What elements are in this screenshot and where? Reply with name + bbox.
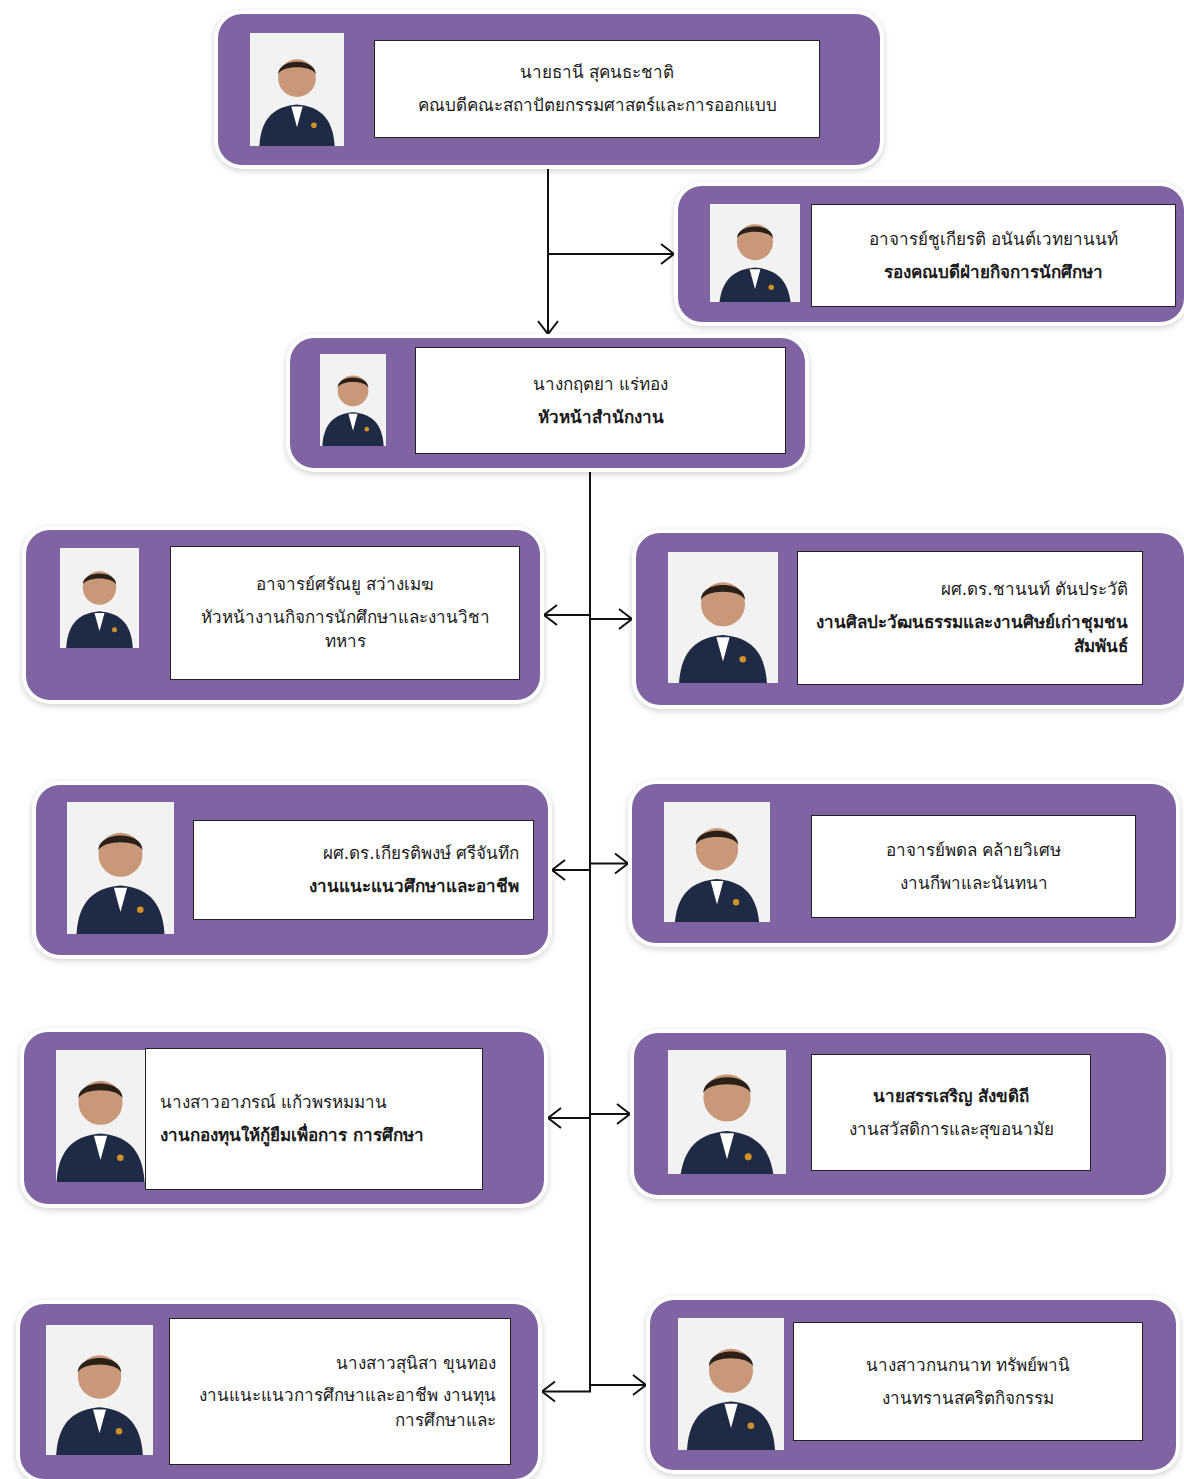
name-card: อาจารย์ศรัณยู สว่างเมฆหัวหน้างานกิจการนั… bbox=[170, 546, 520, 680]
org-connector bbox=[590, 468, 632, 629]
portrait-photo bbox=[320, 354, 386, 446]
name-card: อาจารย์พดล คล้ายวิเศษงานกีพาและนันทนา bbox=[811, 815, 1136, 918]
arrow-head bbox=[552, 860, 565, 880]
person-panel: ผศ.ดร.ชานนท์ ตันประวัติงานศิลปะวัฒนธรรมแ… bbox=[636, 533, 1184, 705]
name-card: นายธานี สุคนธะชาติคณบดีคณะสถาปัตยกรรมศาส… bbox=[374, 40, 820, 138]
person-panel: นางกฤตยา แร่ทองหัวหน้าสำนักงาน bbox=[290, 338, 805, 468]
person-name: ผศ.ดร.ชานนท์ ตันประวัติ bbox=[812, 577, 1128, 602]
portrait-photo bbox=[67, 802, 174, 934]
name-card: ผศ.ดร.ชานนท์ ตันประวัติงานศิลปะวัฒนธรรมแ… bbox=[797, 551, 1143, 685]
portrait-photo bbox=[56, 1050, 145, 1182]
portrait-photo bbox=[710, 204, 800, 302]
connector-line bbox=[548, 468, 590, 1118]
portrait-photo bbox=[664, 802, 770, 922]
arrow-head bbox=[661, 244, 674, 264]
portrait-photo bbox=[320, 354, 386, 446]
arrow-head bbox=[544, 605, 557, 625]
arrow-head bbox=[617, 1104, 630, 1124]
person-panel: นางสาวกนกนาท ทรัพย์พานิงานทรานสคริตกิจกร… bbox=[650, 1300, 1176, 1470]
connector-line bbox=[542, 468, 590, 1392]
arrow-head bbox=[619, 609, 632, 629]
person-name: นายสรรเสริญ สังขดิถี bbox=[826, 1084, 1076, 1109]
name-card: นางสาวอาภรณ์ แก้วพรหมมานงานกองทุนให้กู้ย… bbox=[145, 1048, 483, 1190]
person-panel: นางสาวอาภรณ์ แก้วพรหมมานงานกองทุนให้กู้ย… bbox=[24, 1032, 544, 1204]
role-title: งานกีพาและนันทนา bbox=[826, 871, 1121, 896]
arrow-head bbox=[633, 1375, 646, 1395]
org-connector bbox=[548, 468, 590, 1128]
arrow-head bbox=[542, 1382, 555, 1402]
role-title: งานศิลปะวัฒนธรรมและงานศิษย์เก่าชุมชนสัมพ… bbox=[812, 610, 1128, 659]
portrait-photo bbox=[60, 548, 139, 648]
portrait-photo bbox=[668, 552, 778, 683]
org-connector bbox=[590, 468, 628, 874]
connector-line bbox=[552, 468, 590, 870]
name-card: นางกฤตยา แร่ทองหัวหน้าสำนักงาน bbox=[415, 347, 786, 454]
portrait-photo bbox=[46, 1325, 153, 1455]
role-title: งานแนะแนวการศึกษาและอาชีพ งานทุนการศึกษา… bbox=[184, 1383, 496, 1432]
portrait-photo bbox=[664, 802, 770, 922]
portrait-photo bbox=[668, 1050, 786, 1174]
person-name: อาจารย์ศรัณยู สว่างเมฆ bbox=[185, 572, 505, 597]
person-panel: นายธานี สุคนธะชาติคณบดีคณะสถาปัตยกรรมศาส… bbox=[218, 14, 880, 165]
person-panel: นางสาวสุนิสา ขุนทองงานแนะแนวการศึกษาและอ… bbox=[20, 1304, 538, 1479]
name-card: นายสรรเสริญ สังขดิถีงานสวัสดิการและสุขอน… bbox=[811, 1054, 1091, 1171]
org-connector bbox=[542, 468, 590, 1402]
role-title: รองคณบดีฝ่ายกิจการนักศึกษา bbox=[826, 260, 1161, 285]
org-connector bbox=[544, 468, 590, 625]
person-name: นางสาวสุนิสา ขุนทอง bbox=[184, 1351, 496, 1376]
name-card: อาจารย์ชูเกียรติ อนันต์เวทยานนท์รองคณบดี… bbox=[811, 204, 1176, 307]
portrait-photo bbox=[668, 552, 778, 683]
org-connector bbox=[548, 165, 674, 264]
role-title: งานสวัสดิการและสุขอนามัย bbox=[826, 1117, 1076, 1142]
role-title: งานแนะแนวศึกษาและอาชีพ bbox=[208, 874, 519, 899]
portrait-photo bbox=[668, 1050, 786, 1174]
name-card: นางสาวกนกนาท ทรัพย์พานิงานทรานสคริตกิจกร… bbox=[793, 1322, 1143, 1441]
role-title: งานกองทุนให้กู้ยืมเพื่อการ การศึกษา bbox=[160, 1123, 468, 1148]
role-title: งานทรานสคริตกิจกรรม bbox=[808, 1386, 1128, 1411]
person-panel: อาจารย์พดล คล้ายวิเศษงานกีพาและนันทนา bbox=[632, 784, 1176, 943]
arrow-head bbox=[615, 854, 628, 874]
person-name: ผศ.ดร.เกียรติพงษ์ ศรีจันทึก bbox=[208, 841, 519, 866]
org-connector bbox=[552, 468, 590, 880]
connector-line bbox=[544, 468, 590, 615]
connector-line bbox=[548, 165, 674, 254]
person-panel: อาจารย์ชูเกียรติ อนันต์เวทยานนท์รองคณบดี… bbox=[678, 186, 1184, 322]
role-title: คณบดีคณะสถาปัตยกรรมศาสตร์และการออกแบบ bbox=[389, 93, 805, 118]
connector-line bbox=[547, 165, 549, 334]
portrait-photo bbox=[250, 33, 344, 146]
name-card: นางสาวสุนิสา ขุนทองงานแนะแนวการศึกษาและอ… bbox=[169, 1318, 511, 1465]
arrow-head bbox=[548, 1108, 561, 1128]
connector-line bbox=[590, 468, 632, 619]
connector-line bbox=[590, 468, 628, 864]
person-name: นางกฤตยา แร่ทอง bbox=[430, 372, 771, 397]
person-panel: อาจารย์ศรัณยู สว่างเมฆหัวหน้างานกิจการนั… bbox=[26, 530, 540, 700]
portrait-photo bbox=[56, 1050, 145, 1182]
person-name: อาจารย์พดล คล้ายวิเศษ bbox=[826, 838, 1121, 863]
portrait-photo bbox=[46, 1325, 153, 1455]
connector-line bbox=[590, 468, 630, 1114]
portrait-photo bbox=[60, 548, 139, 648]
portrait-photo bbox=[710, 204, 800, 302]
name-card: ผศ.ดร.เกียรติพงษ์ ศรีจันทึกงานแนะแนวศึกษ… bbox=[193, 820, 534, 920]
org-connector bbox=[590, 468, 630, 1124]
person-panel: นายสรรเสริญ สังขดิถีงานสวัสดิการและสุขอน… bbox=[634, 1033, 1166, 1195]
role-title: หัวหน้างานกิจการนักศึกษาและงานวิชาทหาร bbox=[185, 605, 505, 654]
person-panel: ผศ.ดร.เกียรติพงษ์ ศรีจันทึกงานแนะแนวศึกษ… bbox=[36, 785, 548, 955]
portrait-photo bbox=[67, 802, 174, 934]
person-name: นางสาวอาภรณ์ แก้วพรหมมาน bbox=[160, 1090, 468, 1115]
portrait-photo bbox=[678, 1318, 784, 1450]
arrow-head bbox=[538, 321, 558, 334]
person-name: นายธานี สุคนธะชาติ bbox=[389, 60, 805, 85]
person-name: อาจารย์ชูเกียรติ อนันต์เวทยานนท์ bbox=[826, 227, 1161, 252]
portrait-photo bbox=[678, 1318, 784, 1450]
org-connector bbox=[538, 165, 558, 334]
person-name: นางสาวกนกนาท ทรัพย์พานิ bbox=[808, 1353, 1128, 1378]
role-title: หัวหน้าสำนักงาน bbox=[430, 405, 771, 430]
portrait-photo bbox=[250, 33, 344, 146]
